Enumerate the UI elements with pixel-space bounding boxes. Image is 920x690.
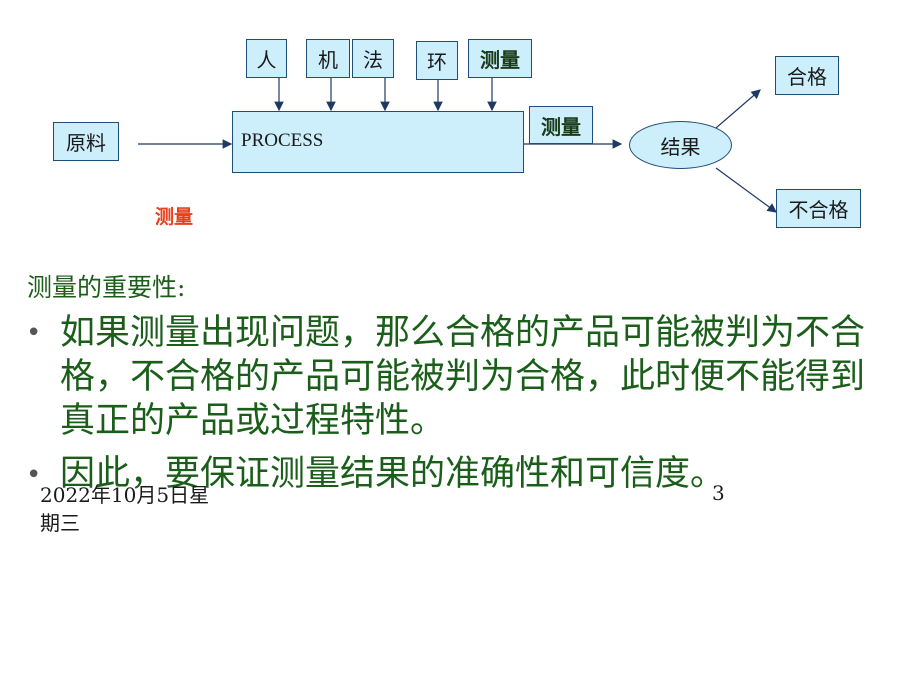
raw-material-box: 原料 (53, 122, 119, 161)
section-heading: 测量的重要性: (27, 273, 186, 302)
arrow-fail (715, 167, 777, 213)
input-ji: 机 (306, 39, 350, 78)
bullet-marker-1: • (26, 318, 42, 348)
input-measure: 测量 (468, 39, 532, 78)
arrow-pass (715, 89, 761, 129)
input-ren: 人 (246, 39, 287, 78)
measure-output-box: 测量 (529, 106, 593, 144)
process-box: PROCESS (232, 111, 524, 173)
page-number: 3 (712, 481, 725, 505)
bullet-text-2: 因此，要保证测量结果的准确性和可信度。 (60, 454, 726, 494)
result-ellipse: 结果 (629, 121, 732, 169)
measure-note: 测量 (155, 206, 194, 228)
bullet-text-1: 如果测量出现问题，那么合格的产品可能被判为不合格，不合格的产品可能被判为合格，此… (60, 313, 866, 441)
pass-box: 合格 (775, 56, 839, 95)
input-huan: 环 (416, 41, 458, 80)
input-fa: 法 (352, 39, 394, 78)
bullet-marker-2: • (26, 460, 42, 490)
footer-date: 2022年10月5日星期三 (40, 483, 210, 535)
fail-box: 不合格 (776, 189, 861, 228)
